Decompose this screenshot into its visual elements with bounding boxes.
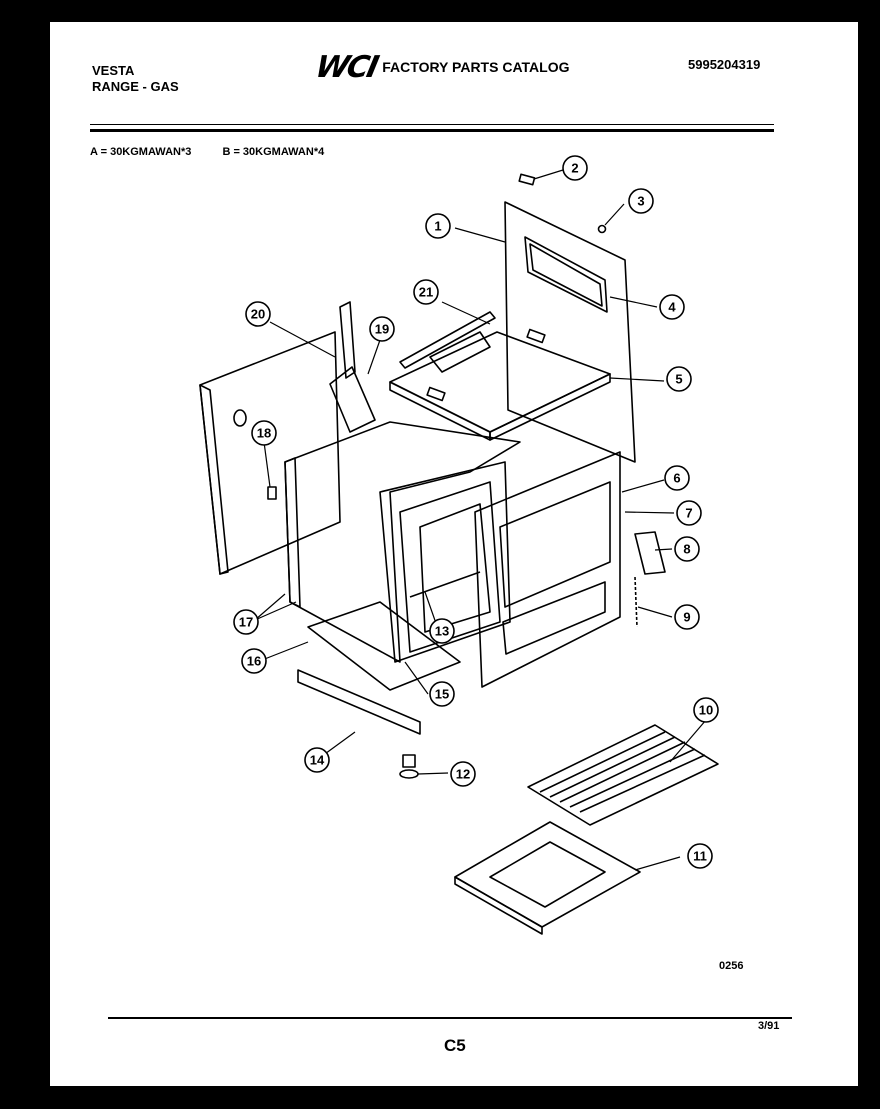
callout-10	[693, 697, 719, 723]
exploded-parts-diagram: 1 2 3 4 5 6 7 8 9 10 11 12 13 14 15 16 1…	[199, 155, 719, 935]
part-leveling-leg	[399, 754, 419, 779]
part-heat-shield	[329, 301, 376, 433]
part-burner-tube	[409, 571, 481, 598]
part-oven-rack	[527, 724, 719, 826]
part-back-panel	[504, 201, 636, 463]
catalog-sheet: VESTA RANGE - GAS WCI FACTORY PARTS CATA…	[50, 22, 858, 1086]
header-rule-thin	[90, 124, 774, 125]
catalog-date: 3/91	[758, 1020, 780, 1032]
callout-6	[664, 465, 690, 491]
page-number: C5	[444, 1036, 466, 1055]
callout-14	[304, 747, 330, 773]
callout-label-16: 16	[247, 654, 261, 669]
callout-9	[674, 604, 700, 630]
part-clip	[518, 173, 536, 186]
part-oven-bottom	[307, 601, 461, 691]
callout-18	[251, 420, 277, 446]
callout-label-19: 19	[375, 322, 389, 337]
part-liner-opening	[419, 503, 491, 633]
callout-label-6: 6	[673, 471, 680, 486]
catalog-header: WCI FACTORY PARTS CATALOG	[312, 50, 570, 85]
callout-13	[429, 618, 455, 644]
callout-label-3: 3	[637, 194, 644, 209]
callout-21	[413, 279, 439, 305]
callout-5	[666, 366, 692, 392]
part-oven-cavity	[284, 421, 521, 663]
callout-label-10: 10	[699, 703, 713, 718]
part-screw	[597, 224, 607, 234]
callout-label-12: 12	[456, 767, 470, 782]
callout-label-5: 5	[675, 372, 682, 387]
part-oven-liner	[399, 481, 501, 653]
part-side-panel	[199, 331, 341, 575]
callout-16	[241, 648, 267, 674]
callout-label-18: 18	[257, 426, 271, 441]
callout-label-8: 8	[683, 542, 690, 557]
callout-4	[659, 294, 685, 320]
callout-label-17: 17	[239, 615, 253, 630]
callout-11	[687, 843, 713, 869]
callout-20	[245, 301, 271, 327]
callout-3	[628, 188, 654, 214]
callout-2	[562, 155, 588, 181]
drawing-code: 0256	[719, 960, 744, 972]
callout-label-13: 13	[435, 624, 449, 639]
callout-8	[674, 536, 700, 562]
brand-block: VESTA RANGE - GAS	[92, 63, 179, 95]
model-b: B = 30KGMAWAN*4	[222, 146, 325, 158]
callout-label-7: 7	[685, 506, 692, 521]
brand-name: VESTA	[92, 63, 135, 78]
callout-label-21: 21	[419, 285, 433, 300]
callout-label-20: 20	[251, 307, 265, 322]
callout-label-1: 1	[434, 219, 441, 234]
callout-19	[369, 316, 395, 342]
part-door-frame	[474, 451, 621, 688]
product-type: RANGE - GAS	[92, 79, 179, 94]
model-a: A = 30KGMAWAN*3	[90, 146, 192, 158]
part-kick-plate	[297, 669, 421, 735]
part-broiler-pan	[454, 821, 641, 935]
header-rule-thick	[90, 129, 774, 132]
model-list: A = 30KGMAWAN*3 B = 30KGMAWAN*4	[90, 146, 352, 158]
callout-bubbles	[233, 155, 719, 869]
callout-label-15: 15	[435, 687, 449, 702]
callout-label-14: 14	[310, 753, 325, 768]
callout-label-9: 9	[683, 610, 690, 625]
callout-15	[429, 681, 455, 707]
callout-labels: 1 2 3 4 5 6 7 8 9 10 11 12 13 14 15 16 1…	[239, 161, 713, 864]
part-door-hinge	[634, 531, 666, 575]
callout-label-2: 2	[571, 161, 578, 176]
catalog-title: FACTORY PARTS CATALOG	[382, 59, 570, 75]
callout-1	[425, 213, 451, 239]
callout-7	[676, 500, 702, 526]
catalog-number: 5995204319	[688, 57, 761, 72]
callout-12	[450, 761, 476, 787]
callout-17	[233, 609, 259, 635]
part-hinge-spring	[634, 576, 638, 628]
callout-label-4: 4	[668, 300, 676, 315]
part-top-panel	[389, 328, 611, 441]
part-side-clip	[267, 486, 277, 500]
footer-rule	[108, 1017, 792, 1019]
part-burner-bracket	[399, 311, 496, 373]
callout-label-11: 11	[693, 849, 707, 864]
